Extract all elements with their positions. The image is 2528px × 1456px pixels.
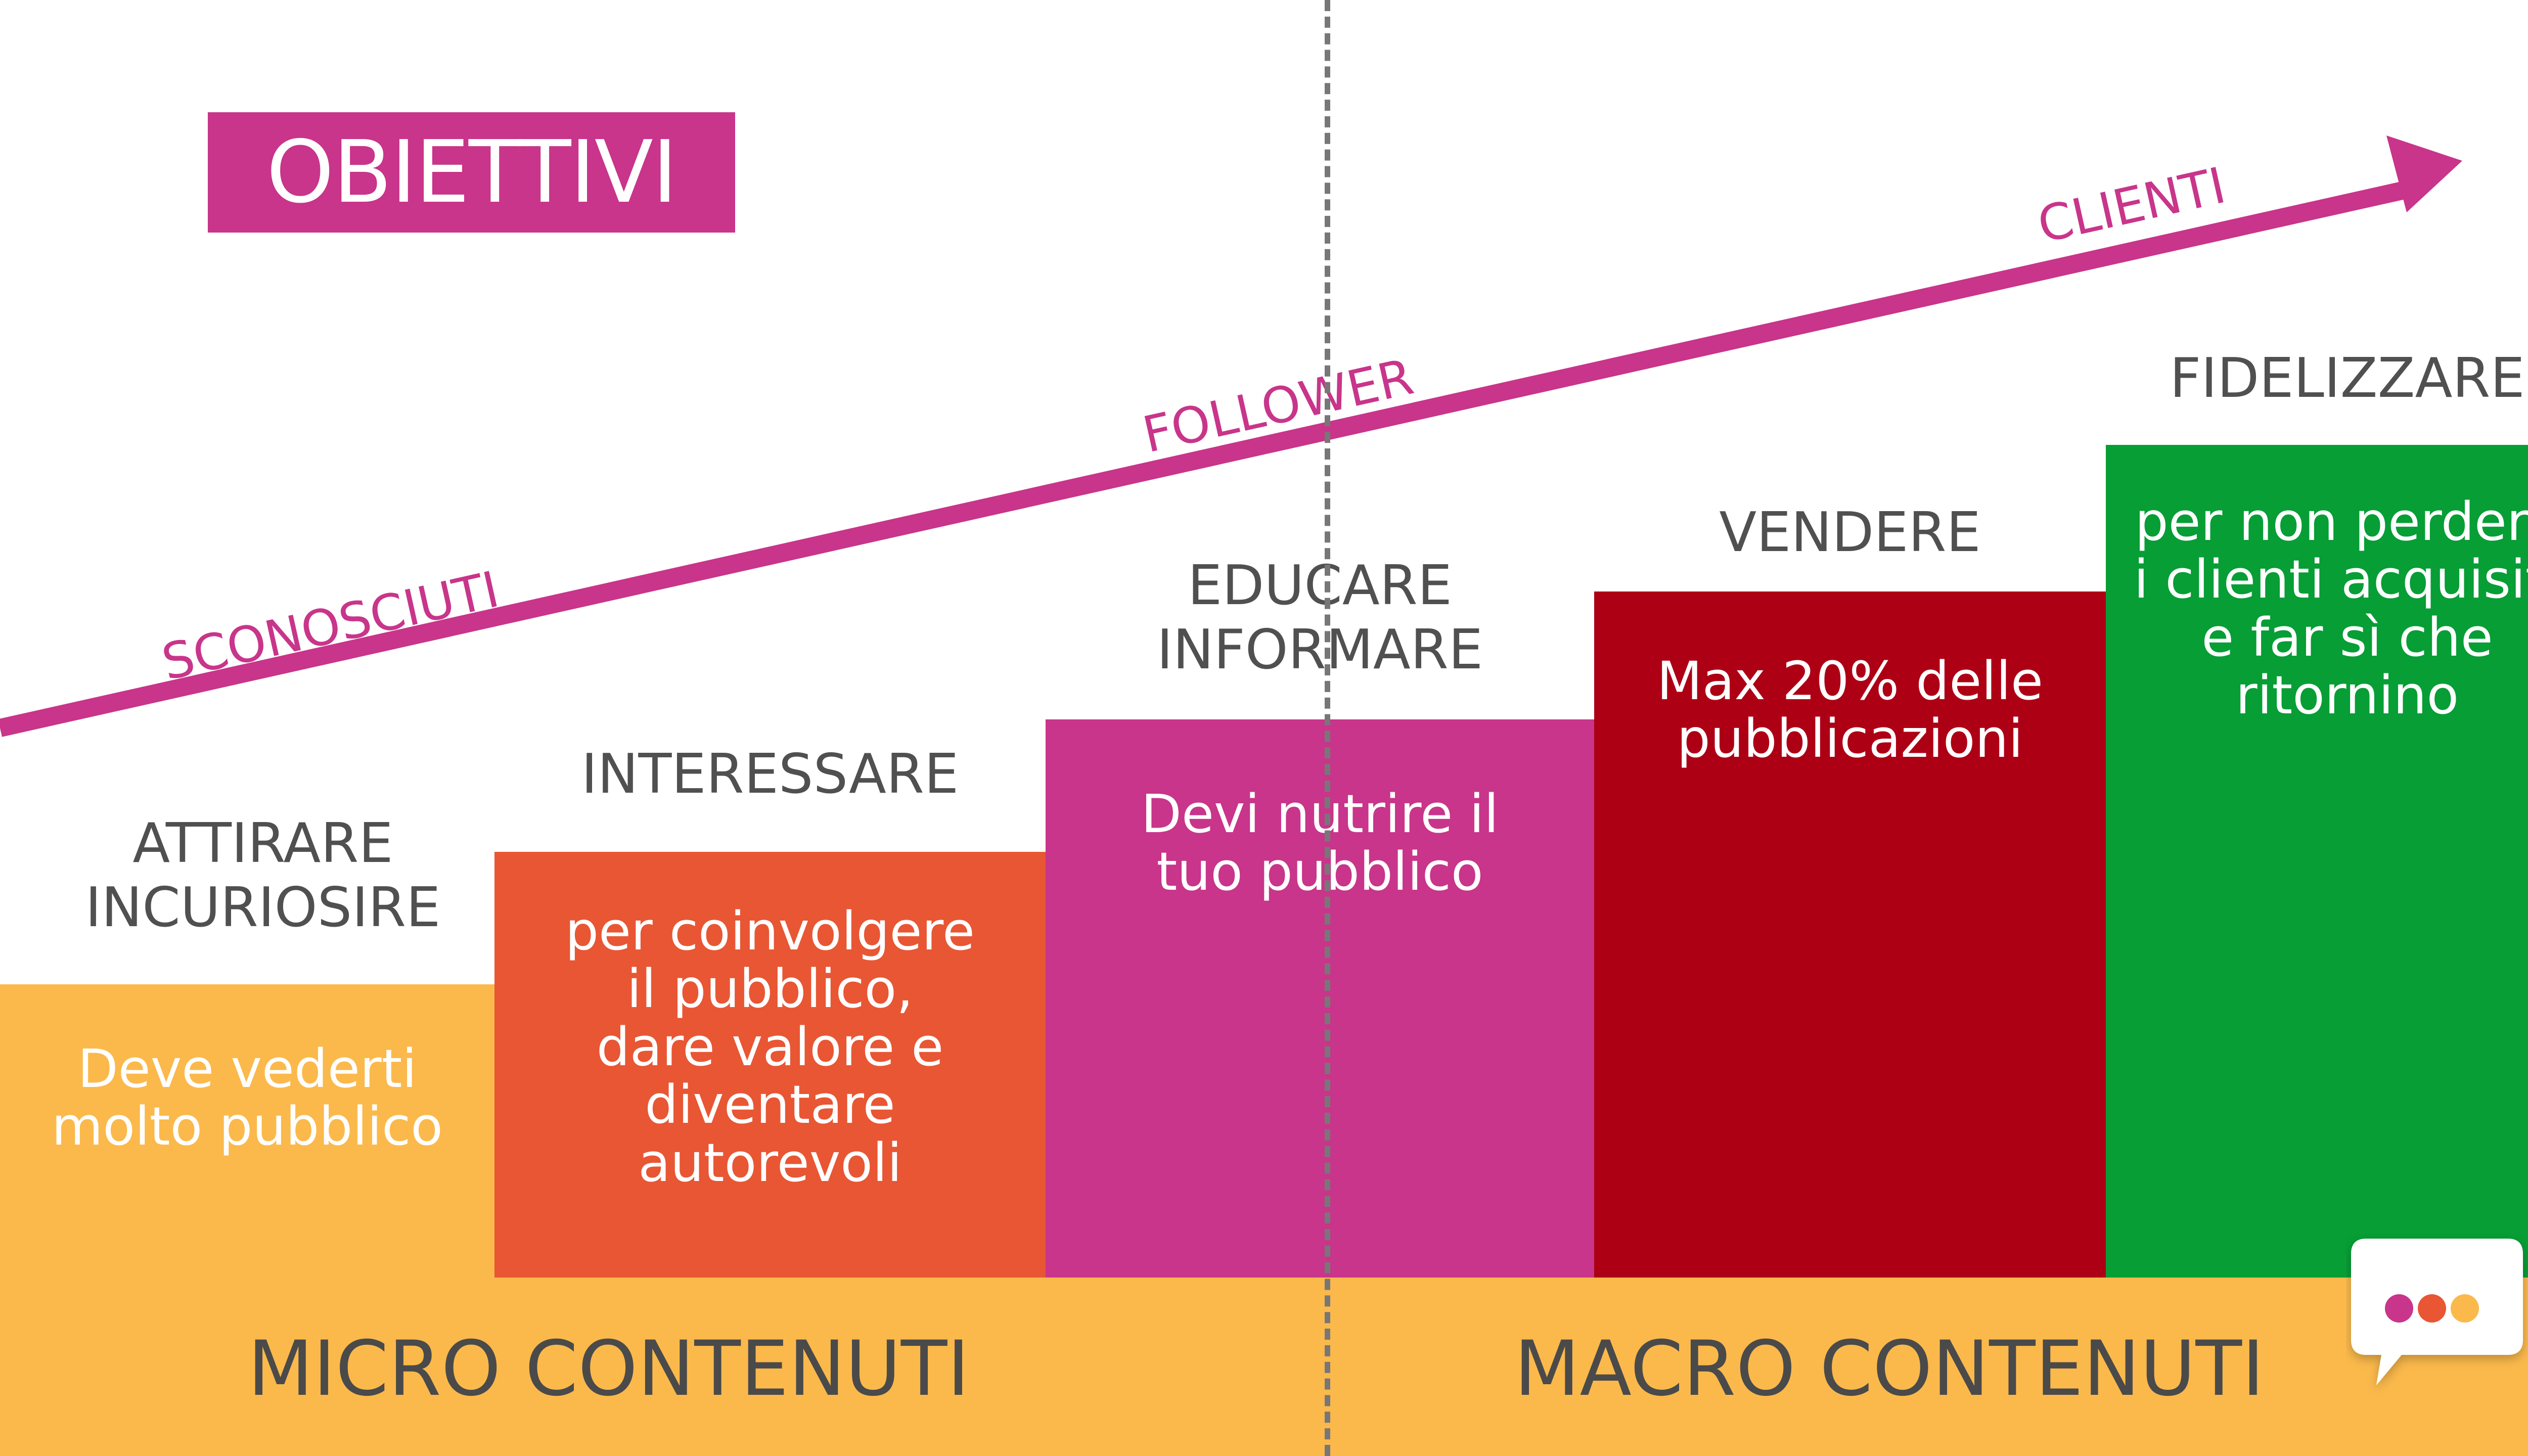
arrow-head — [2386, 135, 2462, 212]
dashed-divider — [1325, 0, 1330, 1456]
page-title: OBIETTIVI — [266, 122, 678, 222]
title-badge: OBIETTIVI — [208, 112, 735, 233]
stage-text-interessare: per coinvolgere il pubblico, dare valore… — [565, 900, 975, 1194]
stage-text-educare: Devi nutrire il tuo pubblico — [1141, 783, 1499, 903]
stage-block-attirare: Deve vederti molto pubblico — [0, 984, 494, 1278]
footer-label-macro: MACRO CONTENUTI — [1514, 1325, 2265, 1413]
stage-block-fidelizzare: per non perdere i clienti acquisiti e fa… — [2106, 445, 2528, 1278]
arrow-label-sconosciuti: SCONOSCIUTI — [157, 561, 504, 692]
stage-text-fidelizzare: per non perdere i clienti acquisiti e fa… — [2134, 491, 2528, 726]
footer-label-micro: MICRO CONTENUTI — [248, 1325, 970, 1413]
stage-text-attirare: Deve vederti molto pubblico — [52, 1038, 443, 1158]
footer-band — [0, 1277, 2528, 1456]
stage-heading-attirare: ATTIRARE INCURIOSIRE — [85, 812, 441, 940]
arrow-shaft — [0, 180, 2409, 737]
stage-block-educare: Devi nutrire il tuo pubblico — [1046, 719, 1594, 1278]
stage-block-vendere: Max 20% delle pubblicazioni — [1594, 592, 2106, 1278]
chat-bubble-icon — [2351, 1239, 2523, 1385]
stage-heading-fidelizzare: FIDELIZZARE — [2170, 347, 2525, 410]
stage-block-interessare: per coinvolgere il pubblico, dare valore… — [494, 852, 1046, 1278]
stage-heading-interessare: INTERESSARE — [581, 743, 959, 806]
stage-heading-vendere: VENDERE — [1719, 501, 1981, 564]
stage-heading-educare: EDUCARE INFORMARE — [1156, 554, 1483, 682]
stage-text-vendere: Max 20% delle pubblicazioni — [1656, 650, 2044, 770]
